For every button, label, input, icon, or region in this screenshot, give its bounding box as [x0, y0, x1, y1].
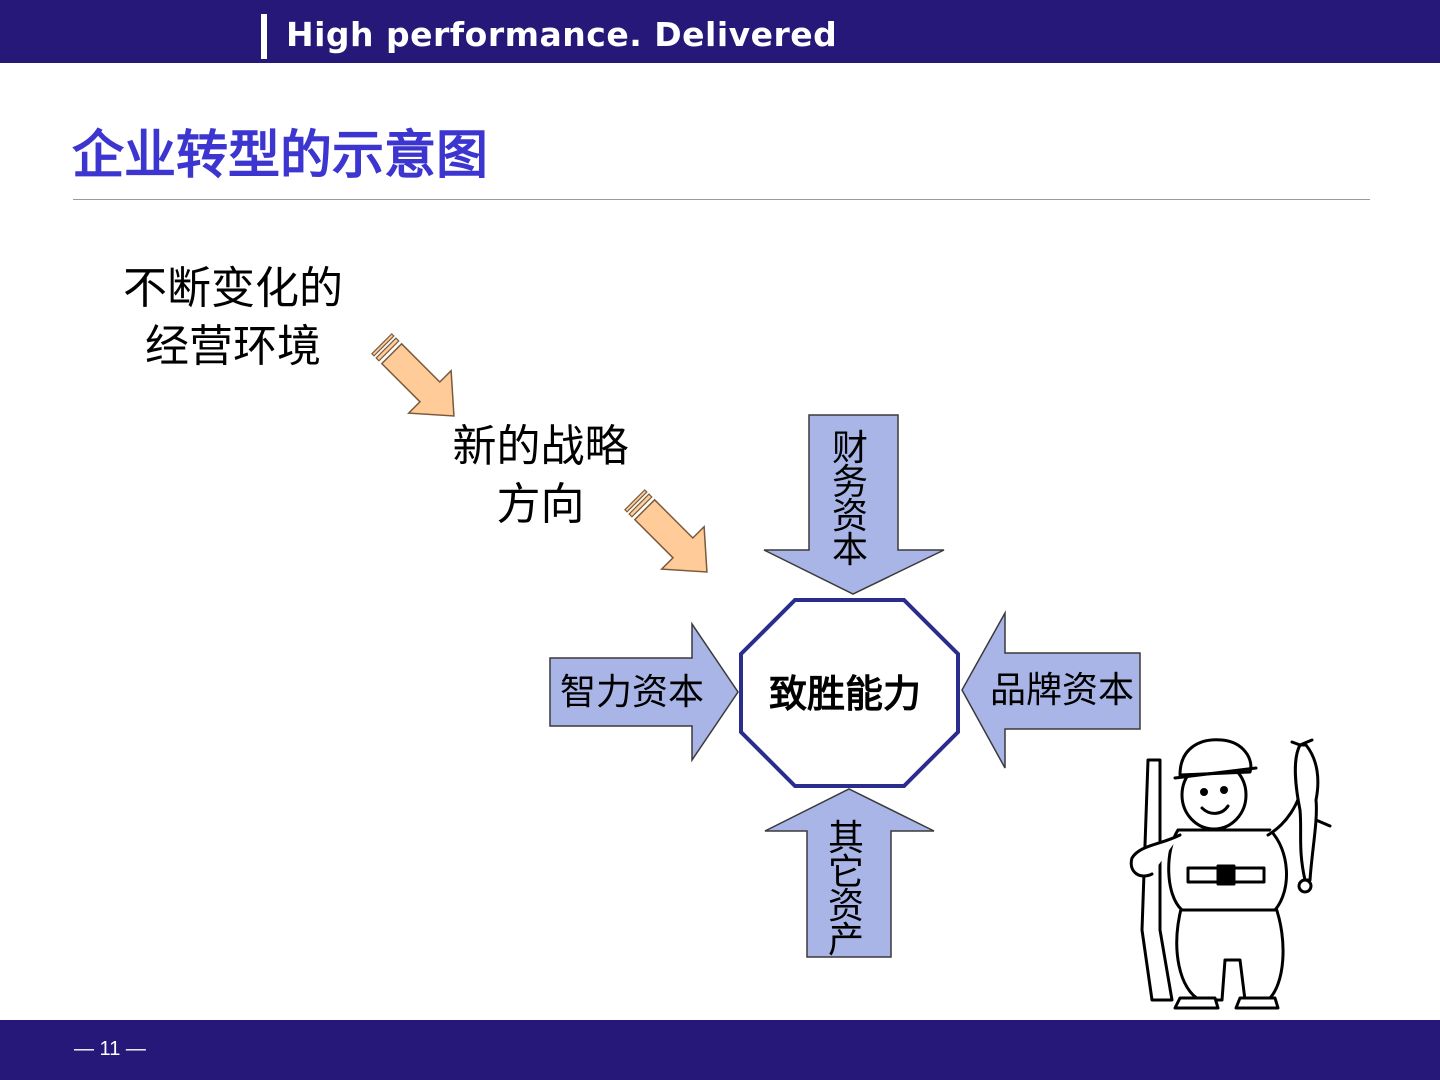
arrow-bottom [764, 788, 935, 958]
environment-text: 不断变化的经营环境 [123, 263, 343, 372]
flow-arrow-2 [624, 489, 708, 573]
flow-arrow-1 [371, 333, 455, 417]
hunter-illustration [1129, 738, 1332, 1010]
label-brand-capital: 品牌资本 [990, 670, 1135, 711]
strategy-text: 新的战略方向 [452, 421, 629, 530]
header-bar: High performance. Delivered [0, 0, 1440, 63]
arrow-left [549, 621, 739, 763]
arrow-right [961, 610, 1141, 769]
core-capability-label: 致胜能力 [769, 672, 922, 716]
core-octagon [739, 598, 960, 788]
label-intellectual-capital: 智力资本 [560, 672, 705, 713]
page-number: — 11 — [74, 1038, 146, 1060]
header-tagline: High performance. Delivered [286, 15, 838, 54]
slide-title: 企业转型的示意图 [72, 126, 489, 186]
label-other-assets: 其它资产 [827, 818, 864, 961]
arrow-top [763, 414, 945, 595]
header-separator [261, 14, 267, 59]
footer-bar [0, 1020, 1440, 1080]
title-divider [73, 199, 1370, 200]
label-financial-capital: 财务资本 [831, 428, 868, 571]
